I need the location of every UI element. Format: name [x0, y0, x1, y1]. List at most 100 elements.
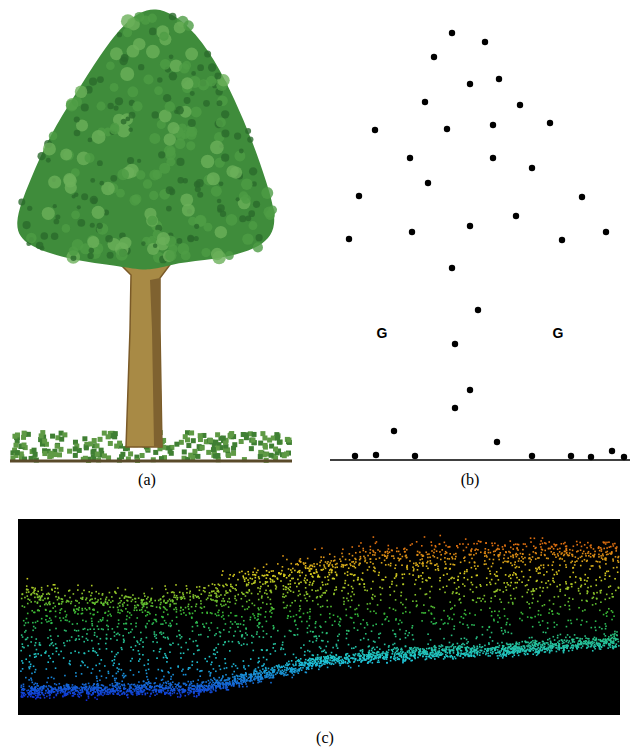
- return-dot: [475, 307, 481, 313]
- leaf: [99, 181, 104, 186]
- leaf: [217, 100, 223, 106]
- leaf: [23, 221, 31, 229]
- cloud-point: [320, 657, 322, 659]
- cloud-point: [594, 637, 596, 639]
- cloud-point: [198, 694, 200, 696]
- cloud-point: [468, 647, 470, 649]
- cloud-point: [580, 641, 582, 643]
- cloud-point: [172, 693, 174, 695]
- cloud-point: [205, 681, 207, 683]
- cloud-point: [464, 644, 466, 646]
- grass-tuft: [269, 453, 274, 458]
- leaf: [138, 64, 144, 70]
- cloud-point: [492, 640, 494, 642]
- cloud-point: [492, 651, 494, 653]
- cloud-point: [603, 643, 605, 645]
- cloud-point: [524, 650, 526, 652]
- grass-tuft: [22, 431, 27, 436]
- cloud-point: [101, 684, 103, 686]
- cloud-point: [91, 694, 93, 696]
- cloud-point: [31, 682, 33, 684]
- leaf: [197, 192, 203, 198]
- leaf: [154, 86, 163, 95]
- cloud-point: [362, 650, 364, 652]
- cloud-point: [72, 684, 74, 686]
- cloud-point: [396, 647, 398, 649]
- cloud-point: [257, 674, 259, 676]
- cloud-point: [188, 685, 190, 687]
- grass-tuft: [84, 445, 89, 450]
- leaf: [165, 250, 176, 261]
- cloud-point: [342, 659, 344, 661]
- cloud-point: [225, 687, 227, 689]
- return-dot: [422, 99, 428, 105]
- cloud-point: [506, 643, 508, 645]
- grass-tuft: [91, 449, 96, 454]
- cloud-point: [179, 692, 181, 694]
- cloud-point: [495, 652, 497, 654]
- cloud-point: [269, 675, 271, 677]
- leaf: [74, 130, 81, 137]
- cloud-point: [362, 652, 364, 654]
- cloud-point: [106, 686, 108, 688]
- grass-tuft: [59, 437, 64, 442]
- cloud-point: [585, 637, 587, 639]
- leaf: [188, 236, 195, 243]
- cloud-point: [291, 677, 293, 679]
- cloud-point: [82, 683, 84, 685]
- cloud-point: [497, 643, 499, 645]
- leaf: [241, 178, 253, 190]
- grass-tuft: [73, 446, 78, 451]
- leaf: [214, 72, 221, 79]
- cloud-point: [265, 668, 267, 670]
- return-dot: [482, 39, 488, 45]
- grass-tuft: [98, 437, 103, 442]
- cloud-point: [154, 694, 156, 696]
- cloud-point: [28, 689, 30, 691]
- leaf: [253, 201, 260, 208]
- cloud-point: [57, 693, 59, 695]
- return-dot: [452, 405, 458, 411]
- cloud-point: [318, 661, 320, 663]
- grass-tuft: [208, 438, 213, 443]
- cloud-point: [409, 658, 411, 660]
- cloud-point: [173, 692, 175, 694]
- cloud-point: [372, 662, 374, 664]
- leaf: [81, 103, 89, 111]
- leaf: [190, 91, 195, 96]
- cloud-point: [369, 650, 371, 652]
- cloud-point: [373, 658, 375, 660]
- cloud-point: [62, 696, 64, 698]
- return-dot: [431, 54, 437, 60]
- cloud-point: [88, 697, 90, 699]
- cloud-point: [100, 694, 102, 696]
- grass-tuft: [88, 441, 93, 446]
- cloud-point: [562, 643, 564, 645]
- grass-tuft: [33, 452, 38, 457]
- cloud-point: [559, 640, 561, 642]
- grass-tuft: [232, 442, 237, 447]
- grass-tuft: [55, 444, 60, 449]
- cloud-point: [386, 662, 388, 664]
- leaf: [75, 86, 88, 99]
- cloud-point: [131, 684, 133, 686]
- cloud-point: [498, 655, 500, 657]
- cloud-point: [477, 654, 479, 656]
- cloud-point: [600, 648, 602, 650]
- cloud-point: [527, 653, 529, 655]
- cloud-point: [70, 693, 72, 695]
- leaf: [49, 132, 58, 141]
- grass-tuft: [174, 442, 179, 447]
- cloud-point: [565, 637, 567, 639]
- cloud-point: [174, 690, 176, 692]
- cloud-point: [476, 646, 478, 648]
- leaf: [97, 223, 103, 229]
- grass-tuft: [186, 443, 191, 448]
- leaf: [77, 219, 85, 227]
- leaf: [37, 152, 45, 160]
- cloud-point: [539, 649, 541, 651]
- leaf: [117, 32, 122, 37]
- cloud-point: [272, 667, 274, 669]
